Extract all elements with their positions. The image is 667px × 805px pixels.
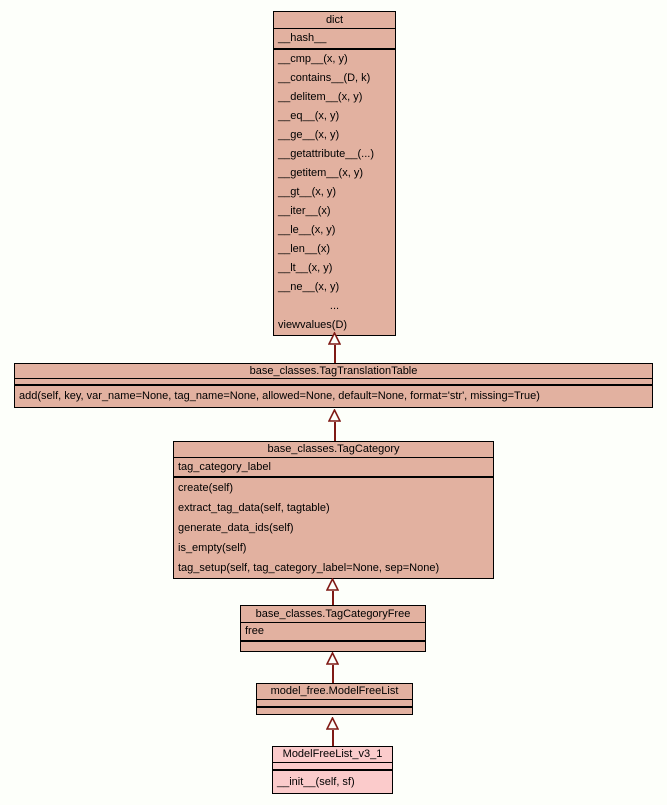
- method-row: tag_setup(self, tag_category_label=None,…: [178, 562, 440, 574]
- arrow-tail: [331, 730, 334, 746]
- method-row: __eq__(x, y): [278, 110, 340, 122]
- attributes-compartment: __hash__: [274, 29, 395, 50]
- method-row: extract_tag_data(self, tagtable): [178, 502, 330, 514]
- class-title: base_classes.TagTranslationTable: [15, 364, 652, 379]
- inheritance-arrow-icon: [326, 652, 339, 683]
- method-row: __getattribute__(...): [278, 148, 375, 160]
- attribute-row: __hash__: [278, 32, 327, 44]
- method-row: create(self): [178, 482, 234, 494]
- inheritance-arrow-icon: [328, 409, 341, 441]
- method-row: is_empty(self): [178, 542, 247, 554]
- attribute-row: tag_category_label: [178, 461, 271, 473]
- class-box-model-free-list: model_free.ModelFreeList: [256, 683, 413, 715]
- class-title: base_classes.TagCategoryFree: [241, 606, 425, 623]
- inheritance-arrow-icon: [328, 332, 341, 363]
- methods-compartment: __cmp__(x, y) __contains__(D, k) __delitem…: [274, 50, 395, 335]
- class-title: model_free.ModelFreeList: [257, 684, 412, 700]
- attributes-compartment: tag_category_label: [174, 458, 493, 478]
- method-row: __init__(self, sf): [277, 776, 355, 788]
- methods-compartment: [257, 708, 412, 714]
- method-row: __cmp__(x, y): [278, 53, 348, 65]
- arrow-tail: [333, 422, 336, 441]
- method-row: viewvalues(D): [278, 319, 348, 331]
- attributes-compartment: [273, 763, 392, 771]
- class-box-model-free-list-v3-1: ModelFreeList_v3_1 __init__(self, sf): [272, 746, 393, 794]
- method-row: ...: [329, 300, 340, 312]
- method-row: __getitem__(x, y): [278, 167, 363, 179]
- methods-compartment: create(self) extract_tag_data(self, tagta…: [174, 478, 493, 578]
- method-row: __ge__(x, y): [278, 129, 340, 141]
- method-row: __iter__(x): [278, 205, 331, 217]
- method-row: __len__(x): [278, 243, 330, 255]
- attributes-compartment: [257, 700, 412, 708]
- attributes-compartment: free: [241, 623, 425, 642]
- class-box-tag-category: base_classes.TagCategory tag_category_lab…: [173, 441, 494, 579]
- methods-compartment: __init__(self, sf): [273, 771, 392, 793]
- inheritance-arrow-icon: [326, 578, 339, 605]
- class-box-tag-translation-table: base_classes.TagTranslationTable add(self…: [14, 363, 653, 408]
- inheritance-arrow-icon: [326, 717, 339, 746]
- method-row: __le__(x, y): [278, 224, 336, 236]
- attribute-row: free: [245, 625, 264, 637]
- class-title: base_classes.TagCategory: [174, 442, 493, 458]
- class-title: dict: [274, 12, 395, 29]
- method-row: __delitem__(x, y): [278, 91, 363, 103]
- arrow-tail: [333, 345, 336, 363]
- arrow-tail: [331, 591, 334, 605]
- class-box-dict: dict __hash__ __cmp__(x, y) __contains__(D,…: [273, 11, 396, 336]
- methods-compartment: [241, 642, 425, 651]
- attributes-compartment: [15, 379, 652, 386]
- method-row: __lt__(x, y): [278, 262, 333, 274]
- methods-compartment: add(self, key, var_name=None, tag_name=N…: [15, 386, 652, 407]
- method-row: add(self, key, var_name=None, tag_name=N…: [19, 390, 540, 402]
- class-title: ModelFreeList_v3_1: [273, 747, 392, 763]
- method-row: __gt__(x, y): [278, 186, 337, 198]
- method-row: __ne__(x, y): [278, 281, 340, 293]
- arrow-tail: [331, 665, 334, 683]
- method-row: generate_data_ids(self): [178, 522, 294, 534]
- method-row: __contains__(D, k): [278, 72, 371, 84]
